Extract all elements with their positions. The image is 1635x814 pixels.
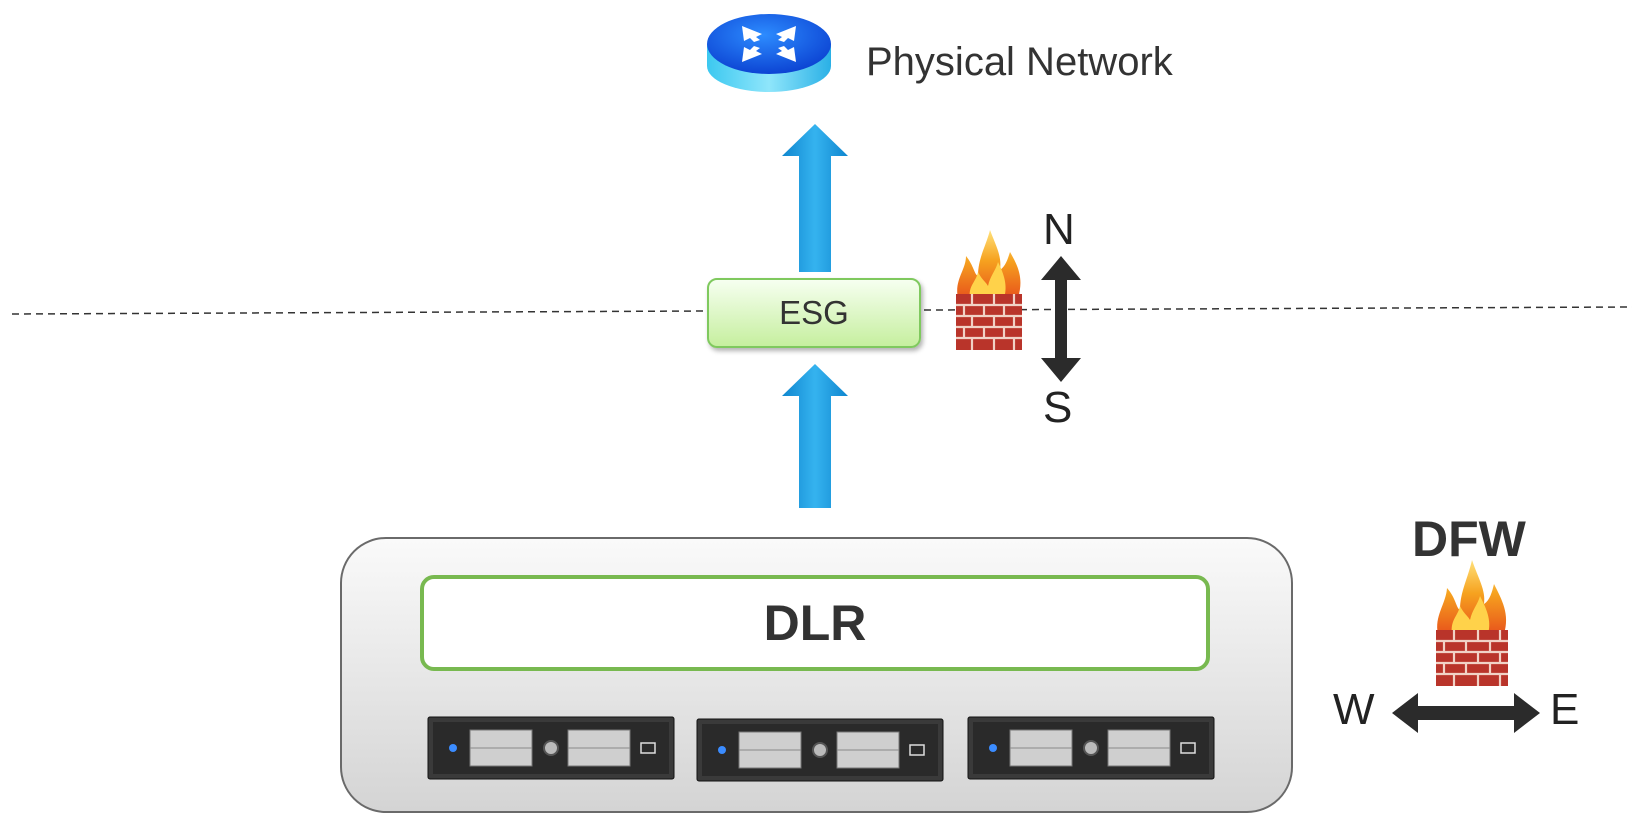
esg-node: ESG — [707, 278, 921, 348]
dlr-node: DLR — [420, 575, 1210, 671]
dlr-label: DLR — [763, 595, 867, 651]
northbound-arrow-upper — [782, 124, 848, 272]
physical-network-label: Physical Network — [866, 40, 1173, 84]
north-south-arrow — [1041, 256, 1081, 382]
rack-server-icon — [967, 716, 1215, 780]
south-label: S — [1043, 383, 1073, 432]
router-icon — [707, 14, 831, 92]
northbound-arrow-lower — [782, 364, 848, 508]
west-east-arrow — [1392, 693, 1540, 733]
firewall-icon — [1436, 560, 1508, 686]
rack-server-icon — [427, 716, 675, 780]
east-label: E — [1550, 685, 1580, 734]
firewall-icon — [956, 230, 1022, 350]
north-label: N — [1043, 205, 1075, 254]
rack-server-icon — [696, 718, 944, 782]
west-label: W — [1333, 685, 1375, 734]
dfw-label: DFW — [1412, 511, 1526, 567]
esg-label: ESG — [779, 294, 849, 331]
